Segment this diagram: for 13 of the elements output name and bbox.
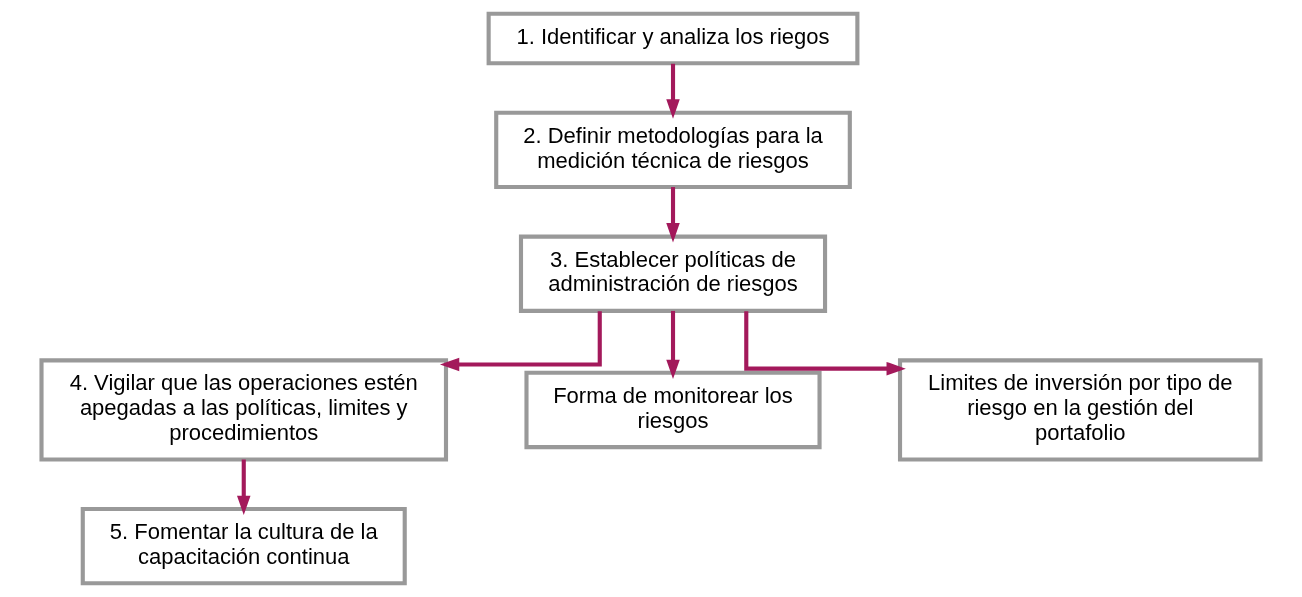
node-box: 5. Fomentar la cultura de la capacitación continua: [80, 506, 407, 586]
node-box: 4. Vigilar que las operaciones estén apegadas a las políticas, limites y procedimientos: [39, 358, 449, 462]
arrow: [666, 187, 680, 243]
arrow: [237, 459, 251, 516]
node-box: Limites de inversión por tipo de riesgo en la gestión del portafolio: [897, 358, 1263, 462]
arrow: [744, 311, 906, 376]
node-box: 2. Definir metodologías para la medición técnica de riesgos: [494, 110, 852, 190]
node-box: Forma de monitorear los riesgos: [524, 370, 822, 450]
arrow: [439, 311, 602, 372]
node-box: 1. Identificar y analiza los riegos: [486, 11, 860, 66]
node-box: 3. Establecer políticas de administración de riesgos: [518, 234, 828, 313]
arrow: [666, 310, 680, 379]
arrow: [666, 63, 680, 119]
